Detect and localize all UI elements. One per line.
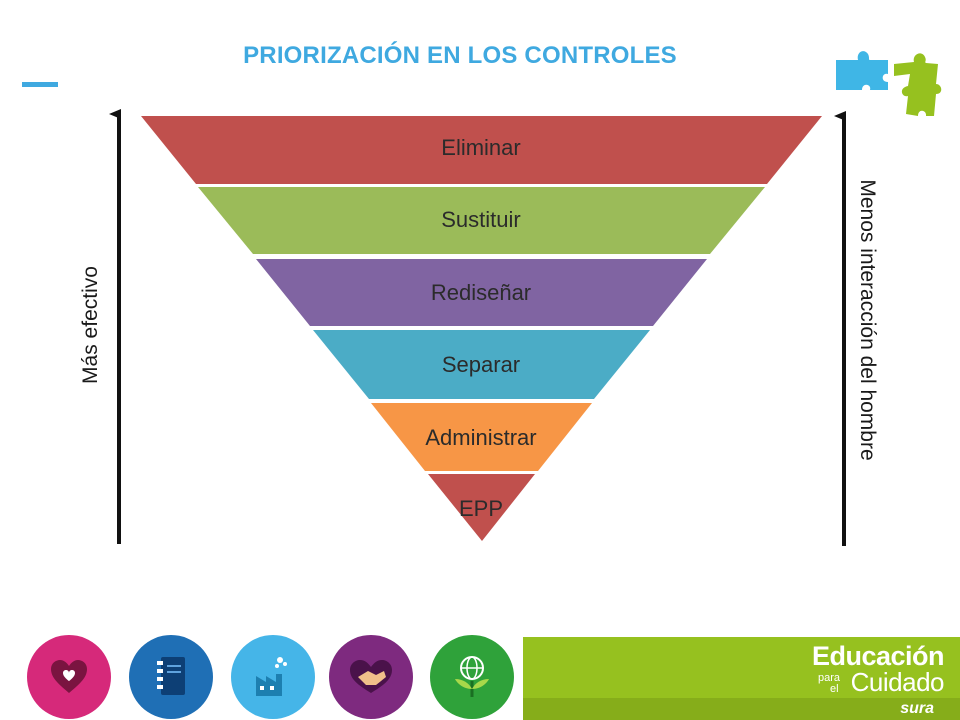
brand-cuidado: Cuidado [850,667,945,697]
brand-para: para el [818,673,840,695]
factory-icon [231,635,315,719]
pyramid-level-redisenar [256,259,707,326]
notebook-icon [129,635,213,719]
level-label-redisenar: Rediseñar [431,280,531,305]
level-label-sustituir: Sustituir [441,207,520,232]
pyramid-level-separar [313,330,650,399]
handshake-icon [329,635,413,719]
level-label-epp: EPP [459,496,503,521]
brand-sura: sura [900,700,934,717]
brand-logo: Educación para el Cuidado sura [523,637,960,720]
heart-icon [27,635,111,719]
pyramid-level-epp [428,474,535,541]
slide-title: PRIORIZACIÓN EN LOS CONTROLES [243,42,677,69]
pyramid-level-sustituir [198,187,765,254]
brand-title: Educación [811,641,945,671]
brand-el-word: el [830,683,839,695]
level-label-administrar: Administrar [425,425,536,450]
pyramid-level-eliminar [141,116,822,184]
title-accent-bar [22,82,58,87]
level-label-separar: Separar [442,352,520,377]
puzzle-pieces-icon [836,51,942,116]
brand-strip [523,698,960,720]
footer-icon-row [0,630,520,720]
globe-plant-icon [430,635,514,719]
pyramid-level-administrar [371,403,592,471]
left-axis-label: Más efectivo [79,266,102,384]
level-label-eliminar: Eliminar [441,135,520,160]
brand-para-word: para [818,672,841,684]
right-axis-label: Menos interacción del hombre [856,179,879,461]
